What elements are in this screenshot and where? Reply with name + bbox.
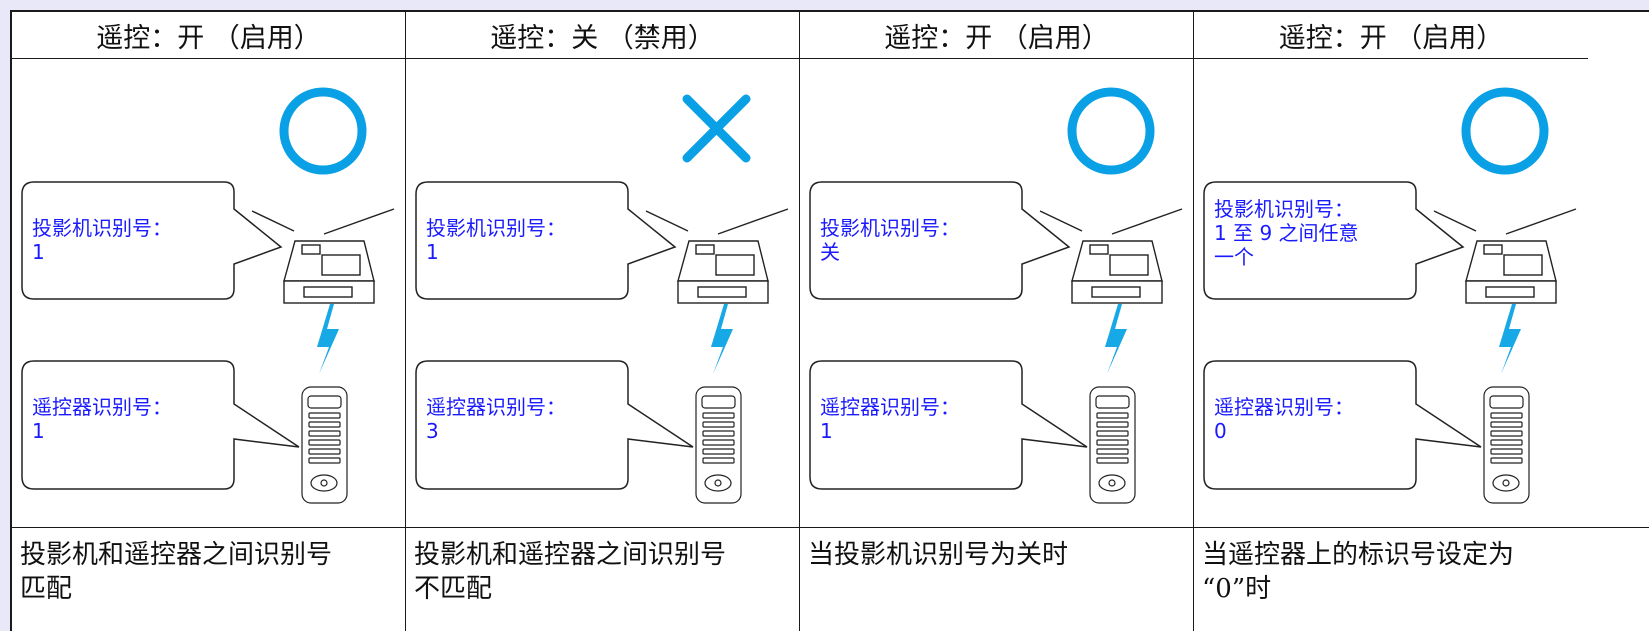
projector-icon [1433, 208, 1577, 304]
remote-id-label: 遥控器识别号： 1 [820, 395, 960, 443]
remote-control-icon [695, 386, 742, 504]
column-figure: 投影机识别号： 关 遥控器识别号： 1 [800, 59, 1193, 527]
projector-icon [645, 208, 789, 304]
remote-speech-bubble [21, 360, 300, 490]
projector-icon [1039, 208, 1183, 304]
column-header: 遥控：开 （启用） [800, 12, 1193, 59]
column-2: 遥控：关 （禁用） [406, 12, 800, 631]
projector-id-label: 投影机识别号： 1 [32, 216, 172, 264]
signal-bolt-icon [1499, 304, 1521, 374]
projector-icon [251, 208, 395, 304]
column-header: 遥控：关 （禁用） [406, 12, 799, 59]
column-figure: 投影机识别号： 1 遥控器识别号： 1 [12, 59, 405, 527]
remote-id-table: 遥控：开 （启用） [10, 10, 1649, 631]
projector-speech-bubble [21, 181, 283, 300]
signal-bolt-icon [1105, 304, 1127, 374]
column-caption: 投影机和遥控器之间识别号 匹配 [12, 527, 405, 631]
remote-control-icon [301, 386, 348, 504]
signal-bolt-icon [317, 304, 339, 374]
remote-control-icon [1089, 386, 1136, 504]
remote-id-label: 遥控器识别号： 1 [32, 395, 172, 443]
column-header: 遥控：开 （启用） [1194, 12, 1588, 59]
circle-icon [1461, 87, 1549, 175]
column-figure: 投影机识别号： 1 遥控器识别号： 3 [406, 59, 799, 527]
column-caption: 投影机和遥控器之间识别号 不匹配 [406, 527, 799, 631]
projector-id-label: 投影机识别号： 1 [426, 216, 566, 264]
projector-speech-bubble [809, 181, 1071, 300]
remote-id-label: 遥控器识别号： 3 [426, 395, 566, 443]
projector-id-label: 投影机识别号： 关 [820, 216, 960, 264]
remote-speech-bubble [809, 360, 1088, 490]
column-1: 遥控：开 （启用） [12, 12, 406, 631]
remote-speech-bubble [415, 360, 694, 490]
column-header: 遥控：开 （启用） [12, 12, 405, 59]
circle-icon [1067, 87, 1155, 175]
column-caption: 当遥控器上的标识号设定为 “0”时 [1194, 527, 1649, 631]
projector-speech-bubble [415, 181, 677, 300]
circle-icon [279, 87, 367, 175]
column-3: 遥控：开 （启用） [800, 12, 1194, 631]
projector-speech-bubble [1203, 181, 1465, 300]
remote-control-icon [1483, 386, 1530, 504]
projector-id-label: 投影机识别号： 1 至 9 之间任意 一个 [1214, 197, 1359, 269]
column-figure: 投影机识别号： 1 至 9 之间任意 一个 遥控器识别号： 0 [1194, 59, 1649, 527]
cross-icon [682, 94, 751, 163]
remote-id-label: 遥控器识别号： 0 [1214, 395, 1354, 443]
remote-speech-bubble [1203, 360, 1482, 490]
column-4: 遥控：开 （启用） [1194, 12, 1649, 631]
signal-bolt-icon [711, 304, 733, 374]
column-caption: 当投影机识别号为关时 [800, 527, 1193, 631]
